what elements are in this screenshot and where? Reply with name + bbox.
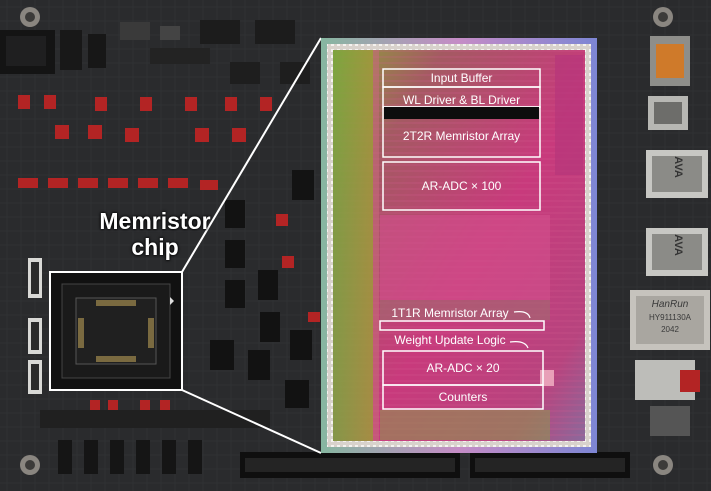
array-1t1r-pointer [513,311,531,319]
callout-lines [181,37,322,454]
mounting-holes [20,7,673,475]
adc-20-pointer [509,341,529,349]
array-2t2r-label: 2T2R Memristor Array [402,129,521,143]
die-block-outlines [379,68,545,410]
magjack-part: HY911130A [649,313,691,322]
memristor-chip-package [50,272,182,390]
jack-1-marking: AVA [672,156,685,178]
array-1t1r-label: 1T1R Memristor Array [391,306,509,320]
red-jumper-row-1 [18,95,272,111]
red-jumper-row-3 [18,178,320,322]
smd-components [120,20,310,84]
magjack-code: 2042 [661,325,679,334]
magjack-brand: HanRun [651,299,689,310]
adc-20-label: AR-ADC × 20 [426,361,500,375]
right-connectors [630,36,710,436]
red-jumper-row-2 [55,125,246,142]
chip-highlight-box [49,271,183,391]
memristor-chip-label: Memristor chip [99,208,211,260]
wl-driver-bar [384,107,539,119]
power-connector [0,30,106,74]
adc-100-label: AR-ADC × 100 [421,179,502,193]
wl-bl-driver-label: WL Driver & BL Driver [402,93,521,107]
jack-2-marking: AVA [672,234,685,256]
bottom-connectors [40,400,630,478]
ic-columns [210,170,314,408]
weight-update-label: Weight Update Logic [394,333,506,347]
left-headers [28,258,42,394]
input-buffer-label: Input Buffer [430,71,493,85]
counters-label: Counters [438,390,488,404]
